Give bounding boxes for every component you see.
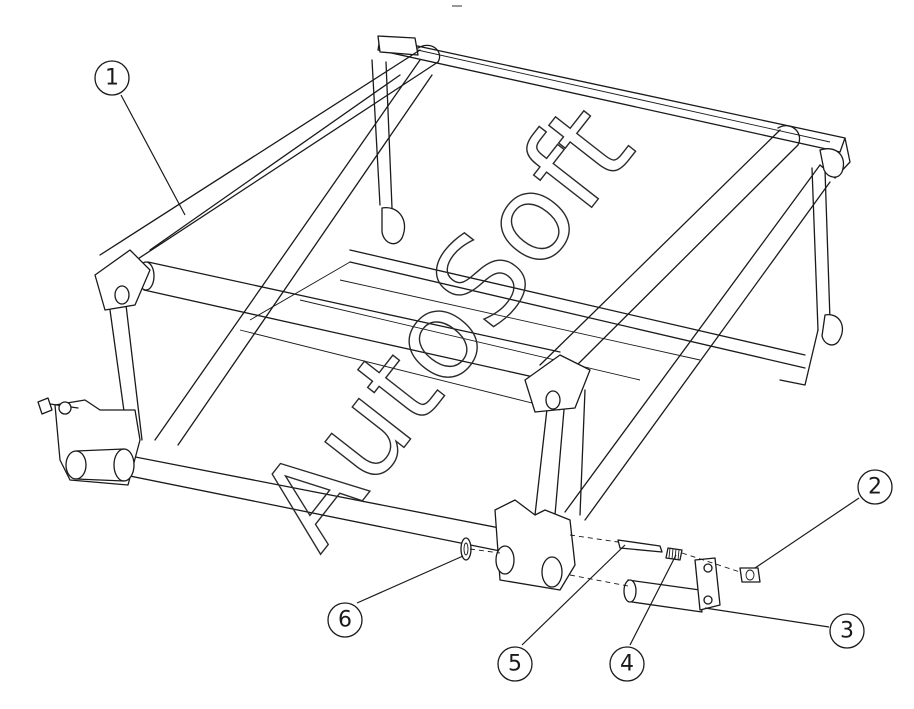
balloon-circle	[829, 613, 865, 649]
balloon-circle	[327, 602, 363, 638]
balloon-label: 2	[868, 475, 882, 500]
part-2-nut	[739, 567, 761, 583]
balloon-5: 5	[497, 646, 533, 682]
part-3-bushing-bracket	[623, 557, 721, 613]
balloon-6: 6	[327, 602, 363, 638]
leader-lines	[120, 94, 860, 646]
balloon-1: 1	[94, 60, 130, 96]
balloon-circle	[609, 646, 645, 682]
frame-assembly	[37, 35, 851, 591]
balloon-circle	[857, 469, 893, 505]
balloon-group: 1 2 3 4 5 6	[94, 60, 893, 682]
balloon-label: 1	[105, 66, 119, 91]
part-6-washer	[460, 537, 472, 561]
part-5-pin	[617, 539, 663, 553]
balloon-circle	[497, 646, 533, 682]
balloon-label: 6	[338, 608, 352, 633]
balloon-4: 4	[609, 646, 645, 682]
balloon-2: 2	[857, 469, 893, 505]
part-4-spring	[665, 547, 683, 561]
balloon-label: 3	[840, 619, 854, 644]
balloon-3: 3	[829, 613, 865, 649]
balloon-label: 5	[508, 652, 522, 677]
explode-axis	[469, 534, 741, 587]
balloon-label: 4	[620, 652, 634, 677]
balloon-circle	[94, 60, 130, 96]
